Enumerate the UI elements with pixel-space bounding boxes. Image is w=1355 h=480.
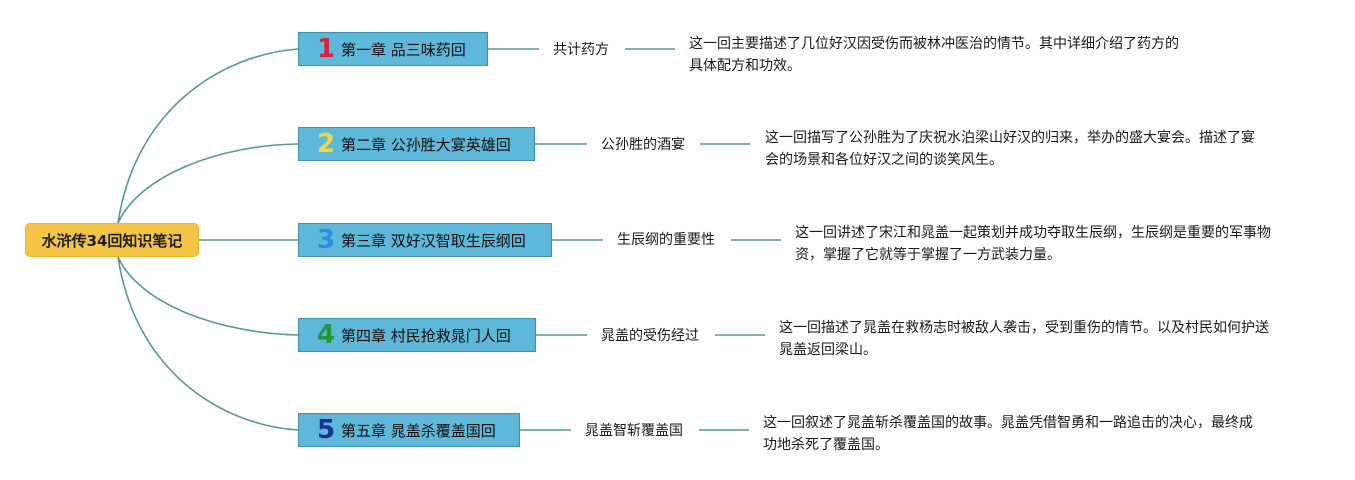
connector-curve bbox=[117, 256, 299, 336]
topic-label[interactable]: 共计药方 bbox=[553, 42, 609, 58]
number-1-icon: 1 bbox=[317, 34, 336, 64]
connector-curve bbox=[117, 143, 299, 224]
description-line: 功地杀死了覆盖国。 bbox=[763, 437, 889, 453]
topic-label[interactable]: 晁盖智斩覆盖国 bbox=[585, 423, 683, 439]
chapter-label: 第二章 公孙胜大宴英雄回 bbox=[341, 135, 511, 154]
description-text: 这一回描述了晁盖在救杨志时被敌人袭击，受到重伤的情节。以及村民如何护送 晁盖返回… bbox=[779, 317, 1279, 361]
root-node[interactable]: 水浒传34回知识笔记 bbox=[25, 223, 199, 257]
number-3-icon: 3 bbox=[317, 225, 336, 255]
number-4-icon: 4 bbox=[317, 320, 336, 350]
chapter-node-5[interactable]: 5 第五章 晁盖杀覆盖国回 bbox=[298, 413, 520, 447]
description-line: 会的场景和各位好汉之间的谈笑风生。 bbox=[765, 152, 1003, 168]
topic-label[interactable]: 晁盖的受伤经过 bbox=[601, 328, 699, 344]
chapter-node-2[interactable]: 2 第二章 公孙胜大宴英雄回 bbox=[298, 127, 535, 161]
chapter-node-4[interactable]: 4 第四章 村民抢救晁门人回 bbox=[298, 318, 536, 352]
description-line: 这一回主要描述了几位好汉因受伤而被林冲医治的情节。其中详细介绍了药方的 bbox=[689, 36, 1179, 52]
connector-curve bbox=[117, 48, 299, 224]
description-line: 晁盖返回梁山。 bbox=[779, 342, 877, 358]
description-line: 这一回描述了晁盖在救杨志时被敌人袭击，受到重伤的情节。以及村民如何护送 bbox=[779, 320, 1269, 336]
description-text: 这一回讲述了宋江和晁盖一起策划并成功夺取生辰纲，生辰纲是重要的军事物 资，掌握了… bbox=[795, 222, 1295, 266]
description-text: 这一回描写了公孙胜为了庆祝水泊梁山好汉的归来，举办的盛大宴会。描述了宴 会的场景… bbox=[765, 127, 1265, 171]
connector-curve bbox=[117, 256, 299, 431]
description-line: 资，掌握了它就等于掌握了一方武装力量。 bbox=[795, 247, 1061, 263]
number-5-icon: 5 bbox=[317, 415, 336, 445]
number-2-icon: 2 bbox=[317, 129, 336, 159]
chapter-label: 第五章 晁盖杀覆盖国回 bbox=[341, 421, 496, 440]
topic-label[interactable]: 公孙胜的酒宴 bbox=[601, 137, 685, 153]
description-text: 这一回叙述了晁盖斩杀覆盖国的故事。晁盖凭借智勇和一路追击的决心，最终成 功地杀死… bbox=[763, 412, 1263, 456]
description-text: 这一回主要描述了几位好汉因受伤而被林冲医治的情节。其中详细介绍了药方的 具体配方… bbox=[689, 33, 1189, 77]
chapter-node-1[interactable]: 1 第一章 品三味药回 bbox=[298, 32, 488, 66]
description-line: 这一回叙述了晁盖斩杀覆盖国的故事。晁盖凭借智勇和一路追击的决心，最终成 bbox=[763, 415, 1253, 431]
description-line: 具体配方和功效。 bbox=[689, 58, 801, 74]
chapter-label: 第一章 品三味药回 bbox=[341, 40, 466, 59]
root-label: 水浒传34回知识笔记 bbox=[41, 231, 183, 250]
topic-label[interactable]: 生辰纲的重要性 bbox=[617, 232, 715, 248]
description-line: 这一回描写了公孙胜为了庆祝水泊梁山好汉的归来，举办的盛大宴会。描述了宴 bbox=[765, 130, 1255, 146]
description-line: 这一回讲述了宋江和晁盖一起策划并成功夺取生辰纲，生辰纲是重要的军事物 bbox=[795, 225, 1271, 241]
chapter-node-3[interactable]: 3 第三章 双好汉智取生辰纲回 bbox=[298, 223, 552, 257]
chapter-label: 第四章 村民抢救晁门人回 bbox=[341, 326, 511, 345]
chapter-label: 第三章 双好汉智取生辰纲回 bbox=[341, 231, 526, 250]
